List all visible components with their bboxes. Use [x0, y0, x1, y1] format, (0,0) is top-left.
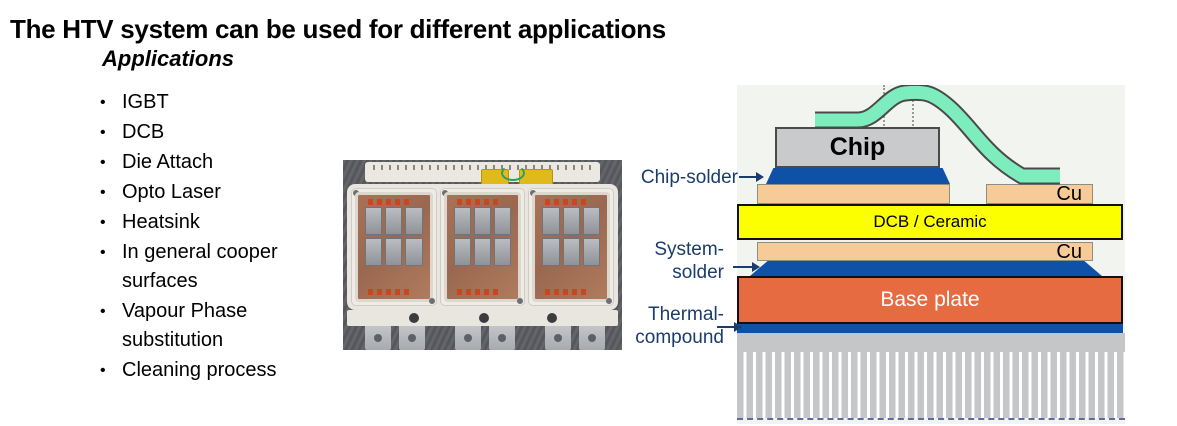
list-item: • In general cooper surfaces — [97, 238, 315, 296]
list-item: • IGBT — [97, 88, 315, 117]
photo-module-body — [347, 184, 618, 310]
system-solder-label: System- solder — [620, 238, 724, 284]
arrow-right-icon — [733, 262, 760, 272]
chip-label: Chip — [829, 133, 886, 161]
photo-bay — [351, 188, 437, 306]
list-item-label: Die Attach — [122, 151, 214, 173]
thermal-compound-label: Thermal- compound — [620, 303, 724, 349]
list-item-label: Cleaning process — [122, 359, 277, 381]
bullet-icon: • — [100, 303, 106, 320]
heatsink-body — [737, 333, 1125, 352]
list-item-label: Opto Laser — [122, 181, 221, 203]
list-item: • Vapour Phase substitution — [97, 297, 315, 355]
bullet-icon: • — [100, 244, 106, 261]
chip-solder-layer — [766, 168, 950, 184]
list-item-label: Vapour Phase substitution — [122, 300, 248, 351]
cu-layer-top-left — [757, 184, 950, 204]
cu-pad-top-right: Cu — [986, 184, 1093, 204]
bullet-icon: • — [100, 362, 106, 379]
photo-bay — [528, 188, 615, 306]
list-item: • Heatsink — [97, 208, 315, 237]
thermal-compound-label-line2: compound — [635, 327, 724, 348]
system-solder-label-line2: solder — [672, 262, 724, 283]
list-item: • DCB — [97, 118, 315, 147]
photo-green-wire — [501, 165, 525, 181]
photo-bay — [439, 188, 526, 306]
base-plate-layer: Base plate — [737, 276, 1123, 324]
list-item: • Die Attach — [97, 148, 315, 177]
system-solder-layer — [750, 261, 1102, 276]
subtitle-applications: Applications — [102, 46, 235, 71]
photo-bottom-flange — [347, 310, 618, 326]
photo-terminal-tab — [489, 326, 515, 350]
photo-terminal-tab — [579, 326, 605, 350]
chip-layer: Chip — [775, 127, 940, 168]
list-item: • Cleaning process — [97, 356, 315, 385]
bullet-icon: • — [100, 94, 106, 111]
heatsink-fins — [737, 352, 1125, 418]
cu-layer-bottom: Cu — [757, 242, 1093, 262]
bullet-icon: • — [100, 214, 106, 231]
list-item: • Opto Laser — [97, 178, 315, 207]
chip-solder-label: Chip-solder — [640, 167, 738, 188]
arrow-right-icon — [717, 322, 742, 332]
dotted-leader-line — [912, 85, 914, 129]
arrow-right-icon — [739, 172, 764, 182]
thermal-compound-layer — [737, 324, 1123, 333]
list-item-label: IGBT — [122, 91, 169, 113]
bond-wire — [815, 85, 1060, 185]
dcb-ceramic-layer: DCB / Ceramic — [737, 204, 1123, 240]
list-item-label: In general cooper surfaces — [122, 241, 278, 292]
page-title: The HTV system can be used for different… — [10, 14, 666, 44]
system-solder-label-line1: System- — [654, 239, 724, 260]
photo-terminal-tab — [545, 326, 571, 350]
list-item-label: DCB — [122, 121, 165, 143]
heatsink-bottom-dashed-line — [737, 418, 1125, 420]
thermal-compound-label-line1: Thermal- — [647, 304, 724, 325]
bullet-icon: • — [100, 184, 106, 201]
photo-terminal-tab — [399, 326, 425, 350]
applications-list: • IGBT • DCB • Die Attach • Opto Laser •… — [97, 88, 315, 386]
photo-terminal-tab — [455, 326, 481, 350]
photo-terminal-tab — [365, 326, 391, 350]
module-photo — [343, 160, 622, 350]
bullet-icon: • — [100, 154, 106, 171]
bullet-icon: • — [100, 124, 106, 141]
diagram-background: Chip Cu DCB / Ceramic Cu Base plate — [737, 85, 1125, 424]
stack-diagram: Chip Cu DCB / Ceramic Cu Base plate Chip… — [620, 85, 1177, 426]
dcb-label: DCB / Ceramic — [873, 212, 987, 231]
base-plate-label: Base plate — [880, 288, 980, 311]
list-item-label: Heatsink — [122, 211, 200, 233]
